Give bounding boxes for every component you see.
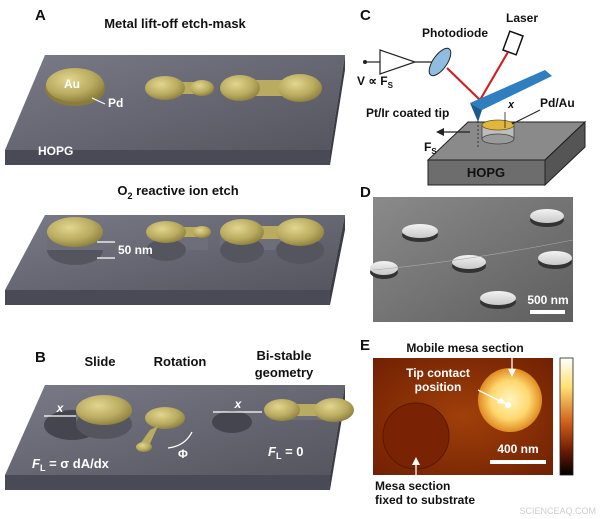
label-phi: Φ <box>178 447 188 461</box>
label-slide: Slide <box>84 354 115 369</box>
label-rotation: Rotation <box>154 354 207 369</box>
panel-a: A Metal lift-off etch-mask Au Pd HOPG O2… <box>5 7 345 305</box>
panel-b: B Slide Rotation Bi-stable geometry x Φ <box>5 348 354 490</box>
panel-e: E Mobile mesa section Tip contact positi… <box>360 337 596 516</box>
label-tip-contact-1: Tip contact <box>406 366 470 380</box>
label-laser: Laser <box>506 11 538 25</box>
label-photodiode: Photodiode <box>422 26 488 40</box>
mesa-cylinder <box>481 119 515 145</box>
label-fixed-1: Mesa section <box>375 479 450 493</box>
label-x-c: x <box>507 99 515 111</box>
equation-bistable: FL = 0 <box>268 444 304 461</box>
laser-beam-incident <box>479 51 509 101</box>
sem-scale-label: 500 nm <box>527 293 568 307</box>
cantilever <box>470 70 552 110</box>
label-bistable-2: geometry <box>255 365 314 380</box>
equation-slide: FL = σ dA/dx <box>32 456 110 473</box>
afm-tip <box>470 103 482 122</box>
label-voltage: V ∝ FS <box>357 74 394 90</box>
label-50nm: 50 nm <box>118 243 153 257</box>
rotation-arc <box>167 431 193 449</box>
label-tip-contact-2: position <box>415 380 462 394</box>
afm-colorbar <box>559 357 574 476</box>
pd-pointer <box>91 97 106 105</box>
mesa-dumbbell-small <box>146 221 211 261</box>
afm-mobile-mesa <box>478 368 542 432</box>
sem-step-edge <box>372 239 574 271</box>
rotation-dumbbell <box>136 407 185 452</box>
slide-disc <box>76 395 132 439</box>
laser-beam-reflected <box>446 67 481 101</box>
dumbbell-mask-small <box>145 76 214 100</box>
label-bistable-1: Bi-stable <box>257 348 312 363</box>
sem-scale-bar <box>530 310 565 314</box>
fs-arrowhead <box>436 128 444 136</box>
panel-c: C Photodiode Laser V ∝ FS <box>357 7 587 187</box>
panel-a-title-bottom: O2 reactive ion etch <box>117 183 238 201</box>
fixed-arrowhead <box>412 457 420 465</box>
panel-a-letter: A <box>35 7 46 24</box>
panel-d: D 500 nm <box>360 184 574 322</box>
label-x1: x <box>56 401 65 415</box>
pdau-pointer <box>511 109 541 125</box>
tip-contact-arrow <box>477 389 503 403</box>
bistable-well <box>212 411 252 433</box>
panel-e-letter: E <box>360 337 370 354</box>
output-node <box>363 60 367 64</box>
sem-discs <box>370 209 572 309</box>
panel-b-letter: B <box>35 349 46 366</box>
afm-scale-bar <box>490 460 546 464</box>
label-fs: FS <box>424 140 437 156</box>
panel-a-title-top: Metal lift-off etch-mask <box>104 16 246 31</box>
mesa-disc <box>47 217 103 265</box>
tip-contact-arrowhead <box>497 397 506 404</box>
mesa-dumbbell-large <box>220 218 324 264</box>
label-pd: Pd <box>108 96 123 110</box>
label-x2: x <box>234 397 243 411</box>
afm-tip-spot <box>505 402 511 408</box>
photodiode-icon <box>428 47 452 77</box>
label-hopg-a: HOPG <box>38 144 73 158</box>
bistable-dumbbell <box>264 398 354 422</box>
au-disc <box>46 68 104 102</box>
label-tip: Pt/Ir coated tip <box>366 106 449 120</box>
dumbbell-mask-large <box>220 74 322 102</box>
label-au: Au <box>64 77 80 91</box>
panel-c-letter: C <box>360 7 371 24</box>
amplifier-icon <box>379 49 417 75</box>
label-mobile-mesa: Mobile mesa section <box>406 341 523 355</box>
mobile-arrowhead <box>508 369 516 377</box>
label-hopg-c: HOPG <box>467 165 505 180</box>
panel-d-letter: D <box>360 184 371 201</box>
label-pdau: Pd/Au <box>540 96 575 110</box>
laser-icon <box>502 30 524 56</box>
watermark: SCIENCEAQ.COM <box>519 506 596 516</box>
label-fixed-2: fixed to substrate <box>375 493 475 507</box>
afm-scale-label: 400 nm <box>497 442 538 456</box>
